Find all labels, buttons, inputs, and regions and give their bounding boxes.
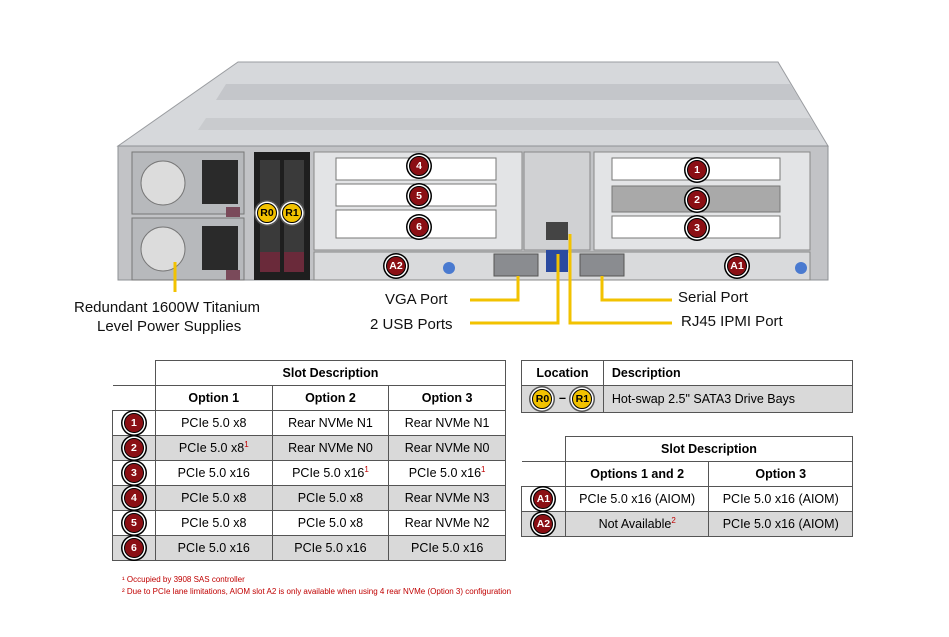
bay-r1-badge: R1 <box>572 389 593 409</box>
rj45-callout: RJ45 IPMI Port <box>681 313 783 330</box>
footnote-2: ² Due to PCIe lane limitations, AIOM slo… <box>122 587 512 596</box>
location-table: Location Description R0 – R1 Hot-swap 2.… <box>521 360 854 413</box>
slot-6-marker: 6 <box>409 217 429 237</box>
footnote-mark: 1 <box>244 440 249 450</box>
slot-badge: 5 <box>123 513 144 533</box>
bay-r1-marker: R1 <box>282 203 302 223</box>
server-rear-illustration <box>116 61 829 325</box>
psu-callout-line2: Level Power Supplies <box>97 318 242 335</box>
table-cell: Rear NVMe N2 <box>388 510 506 536</box>
slot-2-marker: 2 <box>687 190 707 210</box>
slot-badge: A2 <box>533 514 554 534</box>
slot-badge: 6 <box>123 538 144 558</box>
table-cell: PCIe 5.0 x81 <box>154 435 273 461</box>
slot-3-marker: 3 <box>687 218 707 238</box>
slot-badge: A1 <box>533 489 554 509</box>
slot-4-marker: 4 <box>409 156 429 176</box>
bay-r0-badge: R0 <box>532 389 553 409</box>
table-row: 4 PCIe 5.0 x8 PCIe 5.0 x8 Rear NVMe N3 <box>112 485 506 511</box>
table-row: 5 PCIe 5.0 x8 PCIe 5.0 x8 Rear NVMe N2 <box>112 510 506 536</box>
table-row: A2 Not Available2 PCIe 5.0 x16 (AIOM) <box>521 511 853 537</box>
vga-callout: VGA Port <box>385 291 448 308</box>
header-option-1: Option 1 <box>154 385 273 411</box>
table-cell: PCIe 5.0 x16 <box>154 535 273 561</box>
table-row: 6 PCIe 5.0 x16 PCIe 5.0 x16 PCIe 5.0 x16 <box>112 535 506 561</box>
table-cell: Rear NVMe N0 <box>271 435 390 461</box>
table-cell: PCIe 5.0 x16 (AIOM) <box>708 486 853 512</box>
table-cell: Not Available2 <box>564 511 710 537</box>
table-row: 1 PCIe 5.0 x8 Rear NVMe N1 Rear NVMe N1 <box>112 410 506 436</box>
slot-badge: 2 <box>123 438 144 458</box>
table-cell: PCIe 5.0 x8 <box>154 510 273 536</box>
usb-callout: 2 USB Ports <box>370 316 453 333</box>
table-cell: PCIe 5.0 x16 <box>271 535 390 561</box>
table-cell: Rear NVMe N3 <box>388 485 506 511</box>
table-row: A1 PCIe 5.0 x16 (AIOM) PCIe 5.0 x16 (AIO… <box>521 486 853 512</box>
table-cell: PCIe 5.0 x16 (AIOM) <box>564 486 710 512</box>
aiom-table-title: Slot Description <box>564 436 854 462</box>
table-row: R0 – R1 Hot-swap 2.5" SATA3 Drive Bays <box>521 385 854 413</box>
table-cell: PCIe 5.0 x8 <box>271 510 390 536</box>
table-cell: Rear NVMe N1 <box>388 410 506 436</box>
bay-r0-marker: R0 <box>257 203 277 223</box>
table-row: 2 PCIe 5.0 x81 Rear NVMe N0 Rear NVMe N0 <box>112 435 506 461</box>
table-cell: PCIe 5.0 x16 <box>388 535 506 561</box>
header-description: Description <box>602 360 854 386</box>
slot-a2-marker: A2 <box>386 256 406 276</box>
slot-badge: 1 <box>123 413 144 433</box>
header-option-3: Option 3 <box>708 461 853 487</box>
footnote-mark: 1 <box>481 465 486 475</box>
table-cell: PCIe 5.0 x8 <box>154 410 273 436</box>
header-option-3: Option 3 <box>388 385 506 411</box>
slot-table-title: Slot Description <box>154 360 507 386</box>
bay-description: Hot-swap 2.5" SATA3 Drive Bays <box>602 385 854 413</box>
footnote-mark: 1 <box>364 465 369 475</box>
footnote-mark: 2 <box>671 516 676 526</box>
table-cell: Rear NVMe N0 <box>388 435 506 461</box>
range-dash: – <box>558 391 566 405</box>
psu-callout-line1: Redundant 1600W Titanium <box>74 299 260 316</box>
table-cell: Rear NVMe N1 <box>271 410 390 436</box>
header-options-1-2: Options 1 and 2 <box>564 461 710 487</box>
slot-badge: 3 <box>123 463 144 483</box>
table-cell: PCIe 5.0 x8 <box>154 485 273 511</box>
table-cell: PCIe 5.0 x161 <box>271 460 390 486</box>
table-row: 3 PCIe 5.0 x16 PCIe 5.0 x161 PCIe 5.0 x1… <box>112 460 506 486</box>
slot-1-marker: 1 <box>687 160 707 180</box>
slot-badge: 4 <box>123 488 144 508</box>
footnote-1: ¹ Occupied by 3908 SAS controller <box>122 575 245 584</box>
table-cell: PCIe 5.0 x8 <box>271 485 390 511</box>
pcie-slot-table: Slot Description Option 1 Option 2 Optio… <box>112 360 507 561</box>
slot-5-marker: 5 <box>409 186 429 206</box>
header-option-2: Option 2 <box>271 385 390 411</box>
table-cell: PCIe 5.0 x161 <box>388 460 506 486</box>
aiom-slot-table: Slot Description Options 1 and 2 Option … <box>521 436 854 537</box>
serial-callout: Serial Port <box>678 289 749 306</box>
header-location: Location <box>521 360 604 386</box>
table-cell: PCIe 5.0 x16 (AIOM) <box>708 511 853 537</box>
table-cell: PCIe 5.0 x16 <box>154 460 273 486</box>
slot-a1-marker: A1 <box>727 256 747 276</box>
